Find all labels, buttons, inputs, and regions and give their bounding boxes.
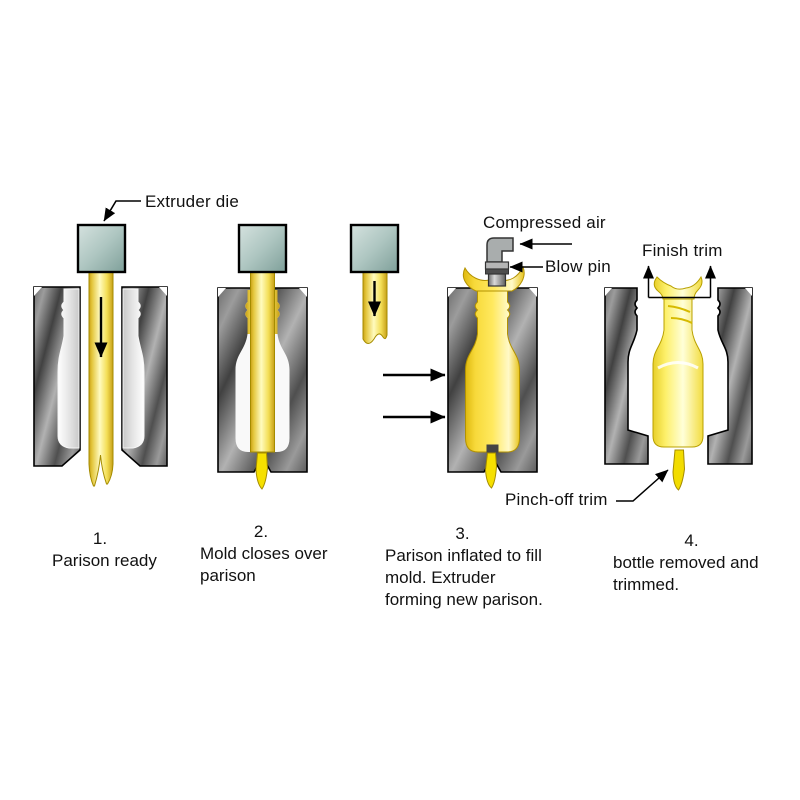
- pinch-tail: [484, 452, 498, 489]
- mold-cavity-left: [57, 288, 80, 449]
- step-3-text: mold. Extruder: [385, 568, 496, 587]
- neck-wrinkle: [670, 317, 693, 324]
- top-flash: [653, 275, 703, 300]
- finish-trim-label: Finish trim: [642, 241, 723, 260]
- pinch-gap: [486, 444, 499, 453]
- mold-half-right: [707, 287, 753, 465]
- inflated-bottle: [465, 289, 520, 453]
- mold-corner-notch: [34, 287, 42, 296]
- new-parison: [349, 223, 446, 424]
- neck-wrinkle: [667, 305, 691, 313]
- stage-3: [447, 237, 572, 489]
- compressed-air-label: Compressed air: [483, 213, 606, 232]
- step-4-number: 4.: [684, 531, 699, 550]
- mold-corner-notch: [159, 287, 167, 296]
- stage-2: [217, 223, 308, 490]
- blow-pin-label: Blow pin: [545, 257, 611, 276]
- step-2-text: Mold closes over: [200, 544, 328, 563]
- parison-tube: [250, 269, 275, 453]
- step-2-number: 2.: [253, 522, 269, 541]
- step-4-text: bottle removed and: [613, 553, 759, 572]
- mold-cavity-right: [122, 288, 145, 449]
- stage-4: [604, 265, 753, 502]
- pinch-tail: [255, 452, 269, 490]
- step-2-caption: 2. Mold closes over parison: [200, 521, 328, 587]
- blow-pin-body: [487, 273, 507, 287]
- shoulder-shine: [657, 361, 699, 370]
- mold-half-left: [604, 287, 649, 465]
- step-3-number: 3.: [455, 524, 470, 543]
- step-3-text: Parison inflated to fill: [385, 546, 542, 565]
- mold-corner-notch: [448, 288, 456, 297]
- extruder-die-block: [76, 223, 127, 274]
- mold-corner-notch: [218, 288, 226, 297]
- pinch-tail: [672, 449, 686, 491]
- finish-trim-bracket: [643, 265, 716, 299]
- mold-corner-notch: [745, 288, 752, 296]
- extruder-die-leader-arrow: [103, 200, 141, 222]
- pinch-off-leader-arrow: [616, 469, 669, 502]
- step-4-text: trimmed.: [613, 575, 680, 594]
- blow-pin-band: [485, 268, 509, 275]
- pinch-off-trim-label: Pinch-off trim: [505, 490, 608, 509]
- mold-corner-notch: [299, 288, 307, 297]
- stage-1: [33, 200, 168, 487]
- extruder-die-label: Extruder die: [145, 192, 240, 211]
- blow-pin-elbow: [486, 237, 514, 263]
- mold-corner-notch: [529, 288, 537, 297]
- trimmed-bottle: [652, 297, 704, 448]
- extruder-die-block: [349, 223, 400, 274]
- step-4-caption: 4. bottle removed and trimmed.: [613, 530, 770, 596]
- mold-corner-notch: [605, 288, 612, 296]
- step-3-caption: 3. Parison inflated to fill mold. Extrud…: [385, 523, 543, 611]
- step-1-text: Parison ready: [52, 551, 157, 570]
- step-1-caption: 1. Parison ready: [52, 528, 157, 572]
- parison-tube: [88, 269, 114, 487]
- step-2-text: parison: [200, 566, 256, 585]
- extruder-die-block: [237, 223, 288, 274]
- step-3-text: forming new parison.: [385, 590, 543, 609]
- blow-pin-cap: [484, 261, 510, 270]
- step-1-number: 1.: [92, 529, 108, 548]
